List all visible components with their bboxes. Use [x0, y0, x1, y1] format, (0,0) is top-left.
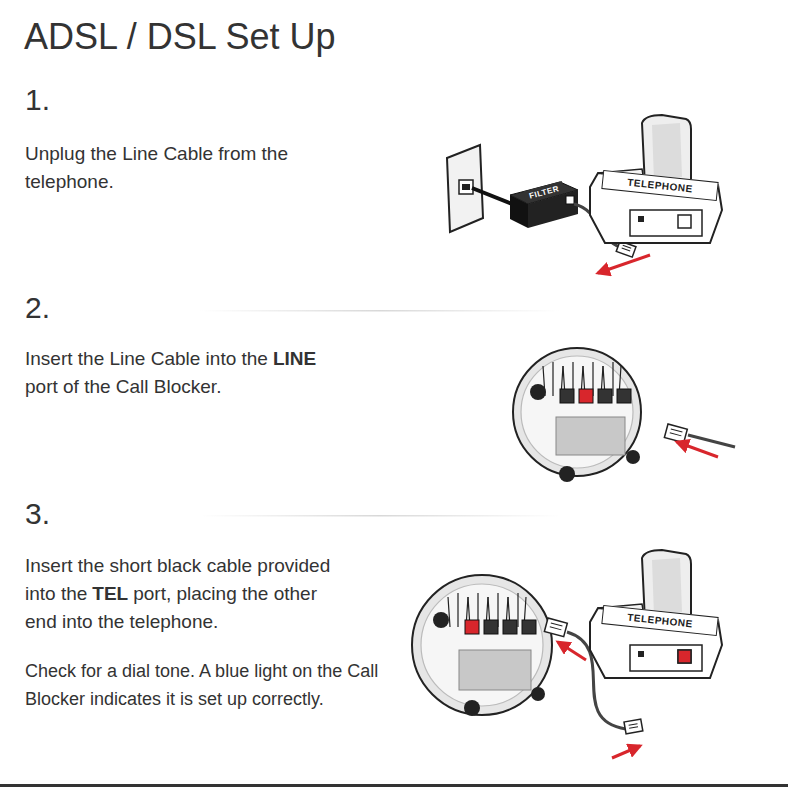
step-number: 2. — [25, 294, 50, 322]
step-text: into the — [25, 580, 87, 608]
step-text: end into the telephone. — [25, 608, 218, 636]
node-label: TELEPHONE — [627, 177, 693, 195]
step-text: port of the Call Blocker. — [25, 373, 221, 401]
port-name: TEL — [92, 580, 128, 608]
port-name: LINE — [273, 345, 316, 373]
note-text: Check for a dial tone. A blue light on t… — [25, 657, 405, 713]
page-title: ADSL / DSL Set Up — [24, 16, 335, 58]
node-label: TELEPHONE — [627, 612, 693, 630]
step-number: 1. — [25, 86, 50, 114]
step-text: Insert the Line Cable into the — [25, 345, 268, 373]
step-text: port, placing the other — [133, 580, 317, 608]
step-number: 3. — [25, 500, 50, 528]
step-text: Insert the short black cable provided — [25, 552, 330, 580]
step-text: Unplug the Line Cable from the telephone… — [25, 140, 325, 196]
